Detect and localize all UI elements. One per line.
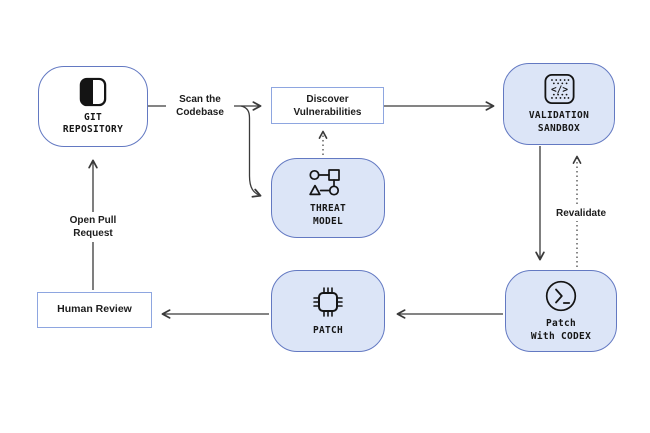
threat-model-label: THREAT MODEL [309, 203, 347, 227]
scan-the-codebase-text: Scan the Codebase [176, 94, 224, 118]
validation-sandbox-node: </> VALIDATION SANDBOX [503, 63, 615, 145]
sandbox-code-glyph: </> [551, 84, 568, 95]
graph-shapes-icon [309, 169, 340, 196]
repository-icon [79, 77, 107, 106]
git-repository-label: GIT REPOSITORY [62, 111, 124, 135]
terminal-icon [545, 281, 577, 312]
validation-sandbox-label: VALIDATION SANDBOX [528, 110, 590, 134]
patch-with-codex-node: Patch With CODEX [505, 270, 617, 352]
revalidate-label: Revalidate [545, 206, 617, 221]
discover-vulnerabilities-label: Discover Vulnerabilities [293, 93, 362, 118]
sandbox-code-icon: </> [543, 74, 575, 105]
human-review-label: Human Review [57, 303, 132, 316]
human-review-box: Human Review [37, 292, 152, 328]
open-pull-request-label: Open Pull Request [57, 212, 129, 242]
revalidate-text: Revalidate [555, 208, 607, 219]
patch-with-codex-label: Patch With CODEX [530, 318, 592, 342]
threat-model-node: THREAT MODEL [271, 158, 385, 238]
edge-scan-to-threat-model [240, 105, 262, 198]
patch-label: PATCH [312, 325, 344, 337]
discover-vulnerabilities-box: Discover Vulnerabilities [271, 87, 384, 124]
git-repository-node: GIT REPOSITORY [38, 66, 148, 147]
open-pull-request-text: Open Pull Request [69, 215, 117, 239]
scan-the-codebase-label: Scan the Codebase [166, 92, 234, 120]
chip-icon [313, 287, 343, 318]
patch-node: PATCH [271, 270, 385, 352]
